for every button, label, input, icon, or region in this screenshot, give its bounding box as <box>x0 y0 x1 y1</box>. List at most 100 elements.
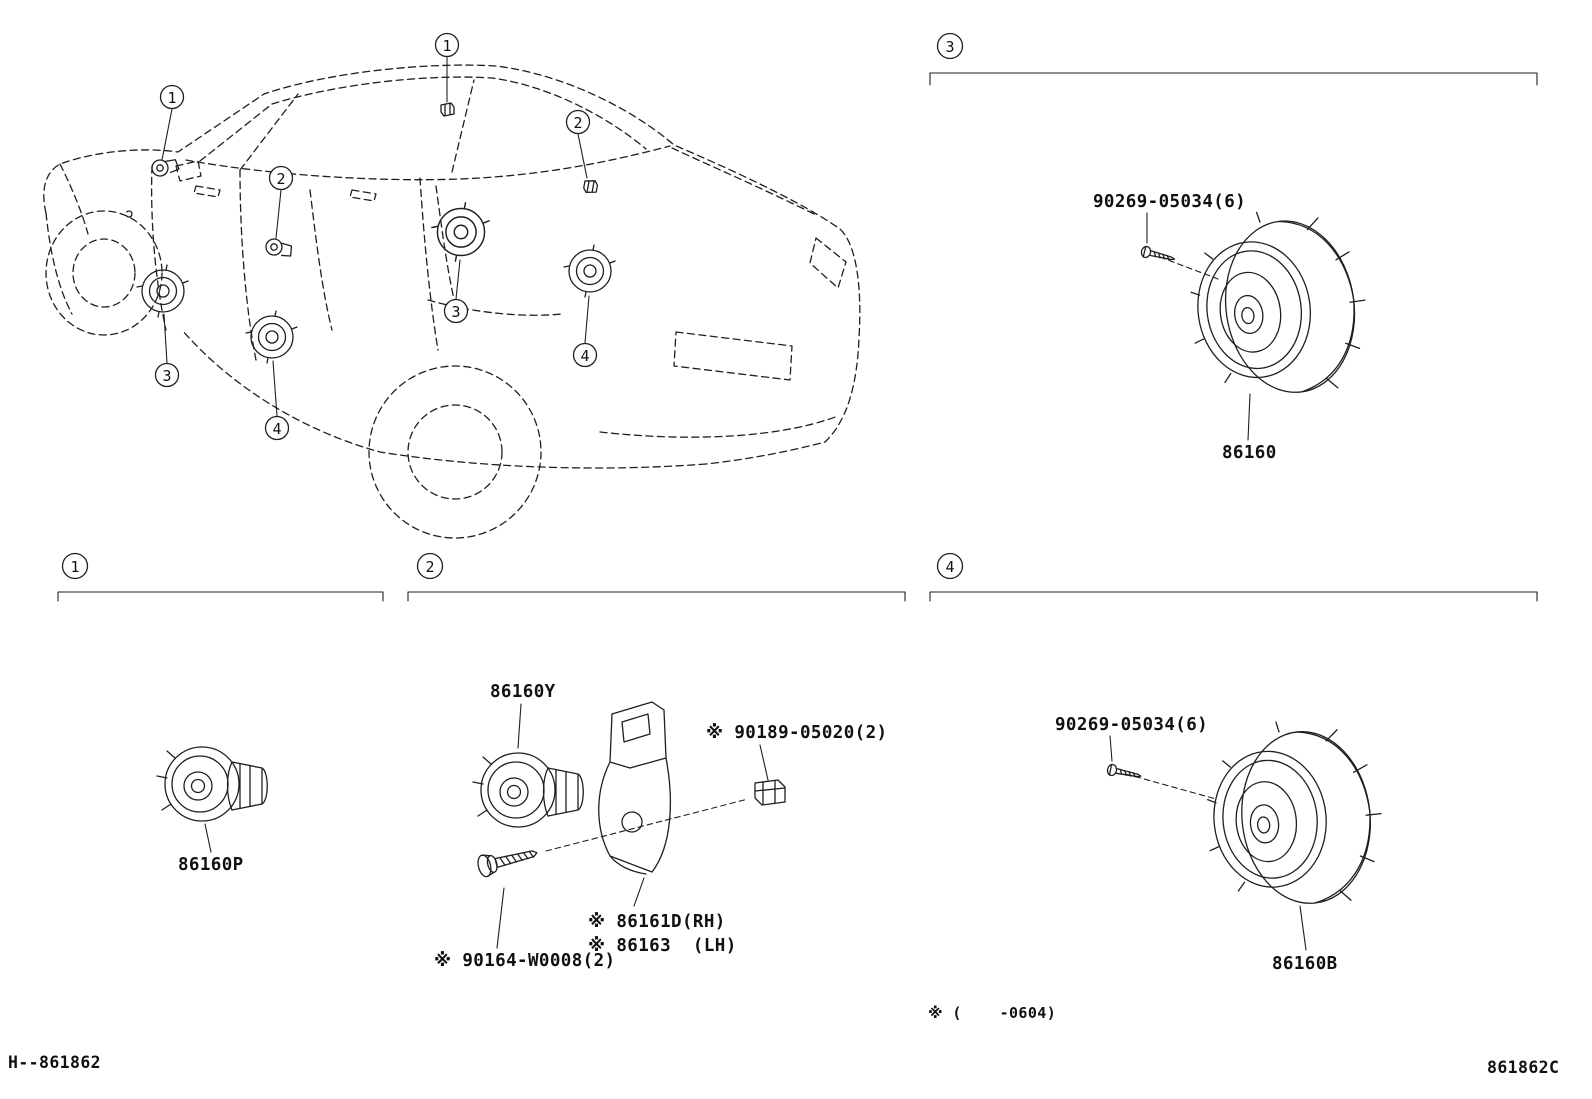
leader-line <box>275 189 282 239</box>
callout-circle <box>268 165 294 191</box>
leader-line <box>577 133 588 179</box>
belt-line <box>185 145 671 181</box>
section-2-detail: 86160Y ※ 90189-05020(2) ※ 86161D(RH <box>434 682 887 971</box>
trunk-seam <box>671 147 817 216</box>
mid-door-seam <box>239 169 257 361</box>
rear-shelf-speaker-left-marker <box>431 202 490 262</box>
car-body-outline <box>43 64 861 465</box>
section-callout-circle <box>936 32 964 60</box>
c-pillar <box>451 79 475 173</box>
callout-number: 4 <box>272 420 281 438</box>
section-number: 2 <box>425 558 434 576</box>
callout-circle <box>572 342 598 368</box>
leader-line-clip <box>759 744 769 781</box>
callout-1-front: 1 <box>159 84 185 161</box>
front-door-handle <box>193 185 221 198</box>
leader-line-tweeter <box>517 703 522 749</box>
leader-line-speaker <box>1247 393 1251 441</box>
callout-4-rear-door: 4 <box>264 360 290 441</box>
mounting-bracket-drawing <box>598 701 672 875</box>
part-number-86160P: 86160P <box>178 855 244 875</box>
a-pillar-inner <box>199 103 273 162</box>
bumper-seam <box>599 415 839 438</box>
callout-number: 1 <box>442 37 451 55</box>
callout-number: 4 <box>580 347 589 365</box>
part-number-bracket-lh: ※ 86163 (LH) <box>588 936 737 956</box>
section-bracket <box>929 591 1538 602</box>
clip-drawing <box>754 779 786 806</box>
section-bracket <box>407 591 906 602</box>
section-4-detail: 90269-05034(6) 86160B <box>1055 711 1391 974</box>
rear-door-handle <box>349 189 377 202</box>
callout-1-roof: 1 <box>434 32 460 103</box>
section-number: 4 <box>945 558 954 576</box>
tweeter-speaker-drawing <box>156 746 268 822</box>
leader-line-bracket <box>633 877 645 907</box>
rear-shelf-speaker-right-marker <box>563 244 616 298</box>
section-number: 3 <box>945 38 954 56</box>
rear-wheel <box>368 365 542 539</box>
front-wheel <box>45 210 163 336</box>
callout-3-front-door: 3 <box>154 313 180 388</box>
part-number-screw: 90269-05034(6) <box>1055 715 1208 735</box>
bracket-screw-drawing <box>477 850 538 878</box>
car-ghost-drawing <box>43 64 861 539</box>
section-1-header: 1 <box>57 552 384 602</box>
section-4-header: 4 <box>929 552 1538 602</box>
callout-2-door: 2 <box>268 165 294 239</box>
b-pillar <box>239 93 299 171</box>
callout-number: 3 <box>451 303 460 321</box>
callout-number: 2 <box>276 170 285 188</box>
door-mirror <box>175 160 202 182</box>
rear-door-tweeter-marker <box>264 237 294 259</box>
applicability-note: ※ ( -0604) <box>928 1004 1056 1022</box>
leader-line <box>455 259 461 300</box>
roof-clip-marker <box>440 102 455 117</box>
part-number-screw: 90269-05034(6) <box>1093 192 1246 212</box>
callout-number: 2 <box>573 114 582 132</box>
front-wheel-hub <box>72 238 136 308</box>
section-number: 1 <box>70 558 79 576</box>
section-callout-circle <box>61 552 89 580</box>
screw-drawing <box>1139 244 1177 266</box>
parcel-shelf-line <box>427 299 563 316</box>
tweeter-speaker-drawing <box>472 752 584 828</box>
callout-circle <box>264 415 290 441</box>
drawing-number: H--861862 <box>8 1053 101 1072</box>
leader-line-screw <box>1109 735 1113 762</box>
callout-number: 3 <box>162 367 171 385</box>
rear-door-seam <box>419 177 439 351</box>
assembly-line-screw-to-speaker <box>1125 773 1217 800</box>
part-number-86160: 86160 <box>1222 443 1277 463</box>
fender-detail <box>125 210 133 218</box>
callout-circle <box>434 32 460 58</box>
fender-crease <box>59 163 89 235</box>
speaker-drawing <box>1177 198 1378 408</box>
section-bracket <box>929 72 1538 86</box>
shelf-clip-marker <box>582 178 599 195</box>
screw-drawing <box>1105 763 1143 783</box>
callout-circle <box>565 109 591 135</box>
leader-line <box>272 360 278 417</box>
callout-number: 1 <box>167 89 176 107</box>
car-front-lower <box>45 212 73 315</box>
callout-circle <box>154 362 180 388</box>
tail-lamp <box>809 237 847 289</box>
leader-line <box>163 313 168 364</box>
part-number-bracket-rh: ※ 86161D(RH) <box>588 912 726 932</box>
front-seat-line <box>309 189 333 331</box>
front-pillar-tweeter-marker <box>149 154 181 179</box>
car-bottom <box>181 329 707 469</box>
section-1-detail: 86160P <box>156 746 268 875</box>
sheet-code: 861862C <box>1487 1058 1559 1077</box>
section-bracket <box>57 591 384 602</box>
callout-circle <box>159 84 185 110</box>
installed-parts <box>136 102 616 364</box>
leader-line-speaker <box>1299 905 1307 951</box>
section-3-header: 3 <box>929 32 1538 86</box>
callout-circle <box>443 298 469 324</box>
part-number-86160B: 86160B <box>1272 954 1338 974</box>
part-number-86160Y: 86160Y <box>490 682 556 702</box>
